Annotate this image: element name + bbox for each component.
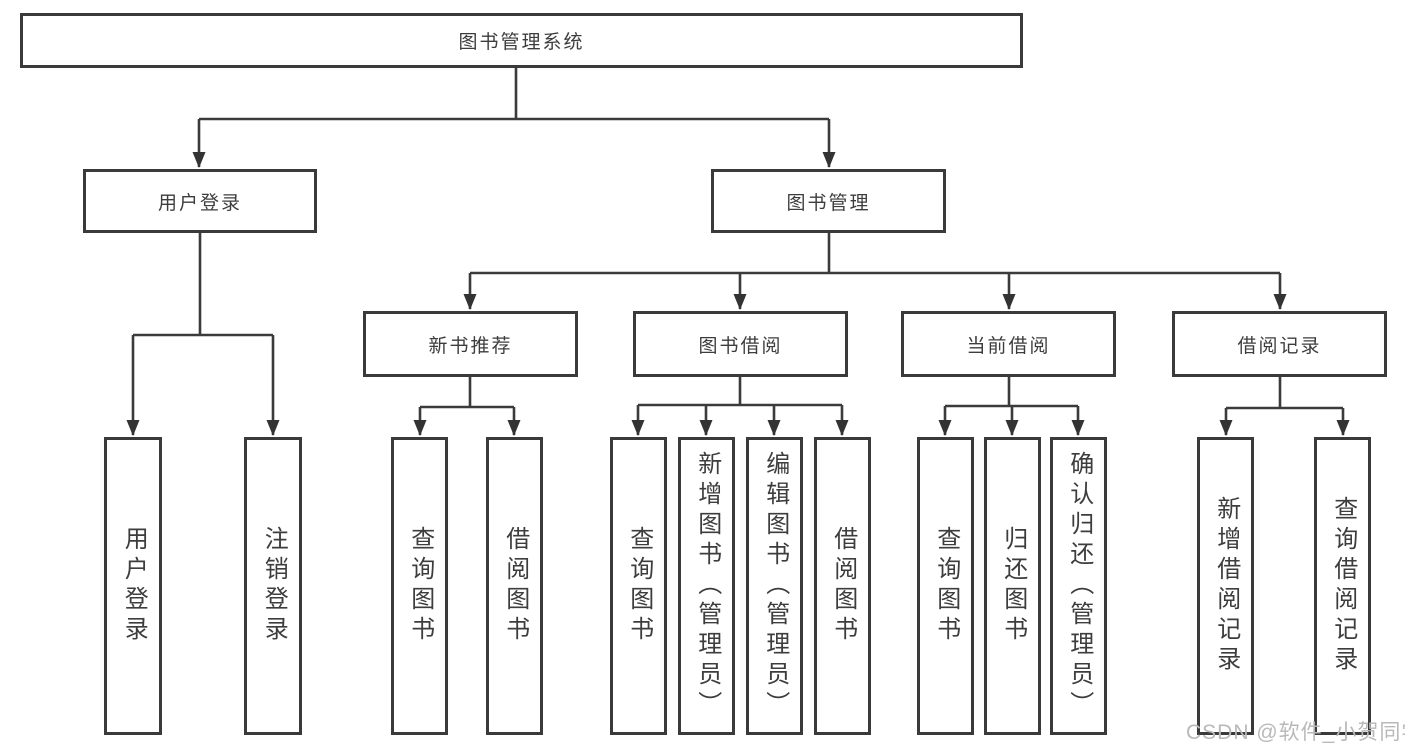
node-label: 新增图书（管理员）	[693, 451, 721, 721]
leaf-borrow-books-1: 借阅图书	[486, 437, 543, 735]
node-label: 查询借阅记录	[1329, 496, 1357, 676]
node-label: 查询图书	[932, 526, 960, 646]
node-label: 图书借阅	[698, 335, 783, 357]
node-label: 注销登录	[260, 526, 288, 646]
leaf-borrow-books-2: 借阅图书	[814, 437, 871, 735]
leaf-query-books-1: 查询图书	[391, 437, 448, 735]
node-label: 用户登录	[157, 192, 242, 214]
leaf-add-borrow-record: 新增借阅记录	[1197, 437, 1254, 735]
leaf-query-books-2: 查询图书	[610, 437, 667, 735]
node-label: 归还图书	[999, 526, 1027, 646]
node-label: 借阅图书	[501, 526, 529, 646]
node-user-login: 用户登录	[83, 169, 317, 233]
node-label: 编辑图书（管理员）	[761, 451, 789, 721]
leaf-add-books-admin: 新增图书（管理员）	[678, 437, 735, 735]
node-label: 确认归还（管理员）	[1065, 451, 1093, 721]
node-borrowing-records: 借阅记录	[1172, 311, 1387, 377]
node-label: 查询图书	[625, 526, 653, 646]
node-library-management-system: 图书管理系统	[20, 13, 1023, 68]
leaf-return-books: 归还图书	[984, 437, 1041, 735]
node-label: 借阅图书	[829, 526, 857, 646]
node-label: 借阅记录	[1237, 335, 1322, 357]
node-label: 图书管理	[786, 192, 871, 214]
leaf-query-books-3: 查询图书	[917, 437, 974, 735]
node-label: 用户登录	[120, 526, 148, 646]
node-label: 新书推荐	[428, 335, 513, 357]
node-label: 当前借阅	[966, 335, 1051, 357]
node-current-borrowing: 当前借阅	[901, 311, 1116, 377]
leaf-user-login: 用户登录	[104, 437, 162, 735]
node-label: 查询图书	[406, 526, 434, 646]
node-book-management: 图书管理	[711, 169, 946, 233]
node-new-book-recommendation: 新书推荐	[363, 311, 578, 377]
leaf-query-borrow-record: 查询借阅记录	[1314, 437, 1371, 735]
leaf-logout-login: 注销登录	[244, 437, 302, 735]
node-label: 新增借阅记录	[1212, 496, 1240, 676]
leaf-confirm-return-admin: 确认归还（管理员）	[1050, 437, 1107, 735]
csdn-watermark: CSDN @软件_小贺同学	[1186, 721, 1405, 744]
leaf-edit-books-admin: 编辑图书（管理员）	[746, 437, 803, 735]
node-book-borrowing: 图书借阅	[633, 311, 848, 377]
node-label: 图书管理系统	[458, 32, 585, 53]
